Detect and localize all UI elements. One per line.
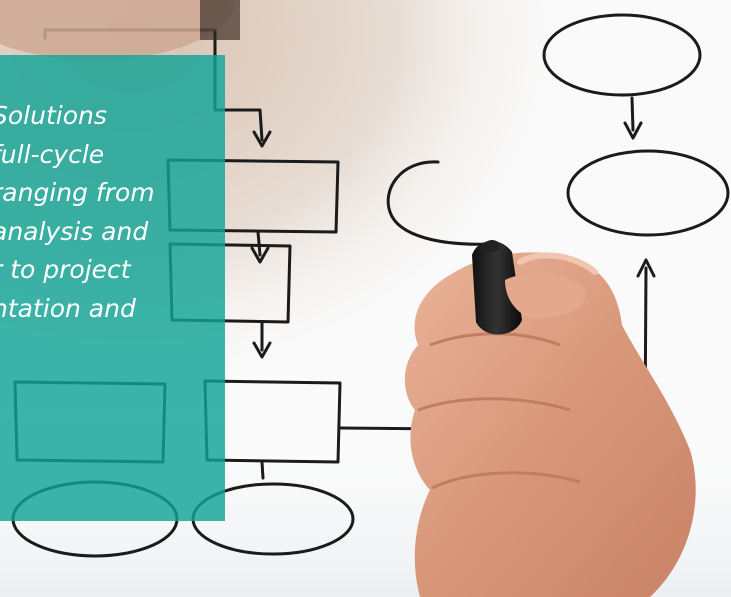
overlay-text: Solutions full-cycle ranging from analys… [0,101,155,323]
teal-text-overlay: Solutions full-cycle ranging from analys… [0,55,225,521]
